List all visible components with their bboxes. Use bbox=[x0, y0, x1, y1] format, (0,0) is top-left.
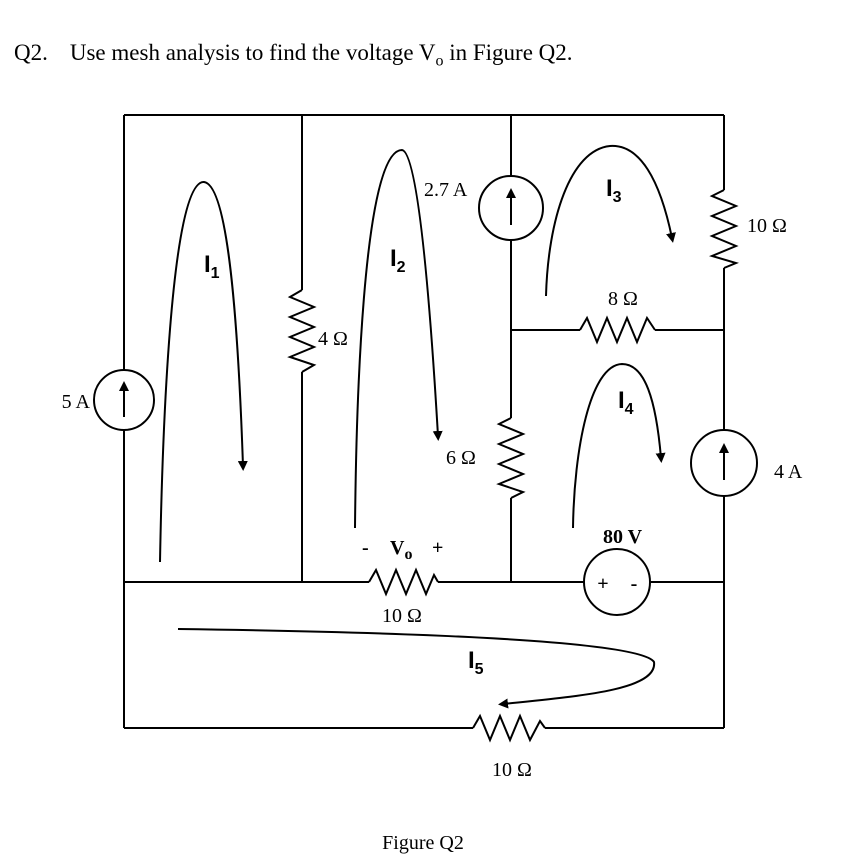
current-source-4a bbox=[690, 429, 758, 497]
resistor-6ohm-symbol bbox=[496, 417, 526, 499]
label-10ohm-bottom: 10 Ω bbox=[492, 759, 532, 781]
mesh-arrow-i4 bbox=[572, 362, 666, 529]
question-body: Use mesh analysis to find the voltage V bbox=[69, 40, 436, 65]
resistor-10ohm-vo-symbol bbox=[368, 567, 439, 597]
label-8ohm: 8 Ω bbox=[608, 288, 638, 310]
label-5a: 5 A bbox=[62, 391, 91, 413]
voltage-source-plus: + bbox=[597, 573, 608, 595]
mesh-label-i1: I1 bbox=[204, 251, 220, 282]
label-10ohm-vo: 10 Ω bbox=[382, 605, 422, 627]
label-10ohm-right: 10 Ω bbox=[747, 215, 787, 237]
resistor-4ohm-symbol bbox=[287, 289, 317, 373]
vo-plus-sign: + bbox=[432, 537, 443, 559]
mesh-arrow-i3 bbox=[545, 144, 676, 297]
resistor-10ohm-right-symbol bbox=[709, 189, 739, 269]
label-2p7a: 2.7 A bbox=[424, 179, 468, 201]
label-6ohm: 6 Ω bbox=[446, 447, 476, 469]
question-text: Q2. Use mesh analysis to find the voltage… bbox=[14, 40, 573, 71]
resistor-10ohm-bottom-symbol bbox=[472, 713, 546, 743]
label-4ohm: 4 Ω bbox=[318, 328, 348, 350]
mesh-arrow-i5 bbox=[177, 628, 656, 709]
vo-minus-sign: - bbox=[362, 537, 369, 559]
question-vo-subscript: o bbox=[435, 52, 444, 70]
vo-symbol: Vo bbox=[390, 537, 412, 563]
voltage-source-80v: + - bbox=[583, 548, 651, 616]
figure-caption: Figure Q2 bbox=[382, 832, 464, 854]
label-80v: 80 V bbox=[603, 526, 643, 548]
question-number: Q2. bbox=[14, 40, 48, 65]
mesh-label-i3: I3 bbox=[606, 175, 622, 206]
voltage-source-minus: - bbox=[631, 573, 638, 595]
mesh-arrow-i2 bbox=[354, 148, 443, 529]
label-4a: 4 A bbox=[774, 461, 803, 483]
mesh-arrow-i1 bbox=[159, 180, 248, 563]
mesh-label-i2: I2 bbox=[390, 245, 406, 276]
mesh-label-i4: I4 bbox=[618, 387, 634, 418]
question-body-end: in Figure Q2. bbox=[443, 40, 573, 65]
resistor-8ohm-symbol bbox=[579, 315, 656, 345]
current-source-2p7a bbox=[478, 175, 544, 241]
circuit-wires bbox=[123, 114, 725, 729]
mesh-label-i5: I5 bbox=[468, 647, 484, 678]
vo-label: - Vo + bbox=[362, 537, 443, 563]
current-source-5a bbox=[93, 369, 155, 431]
